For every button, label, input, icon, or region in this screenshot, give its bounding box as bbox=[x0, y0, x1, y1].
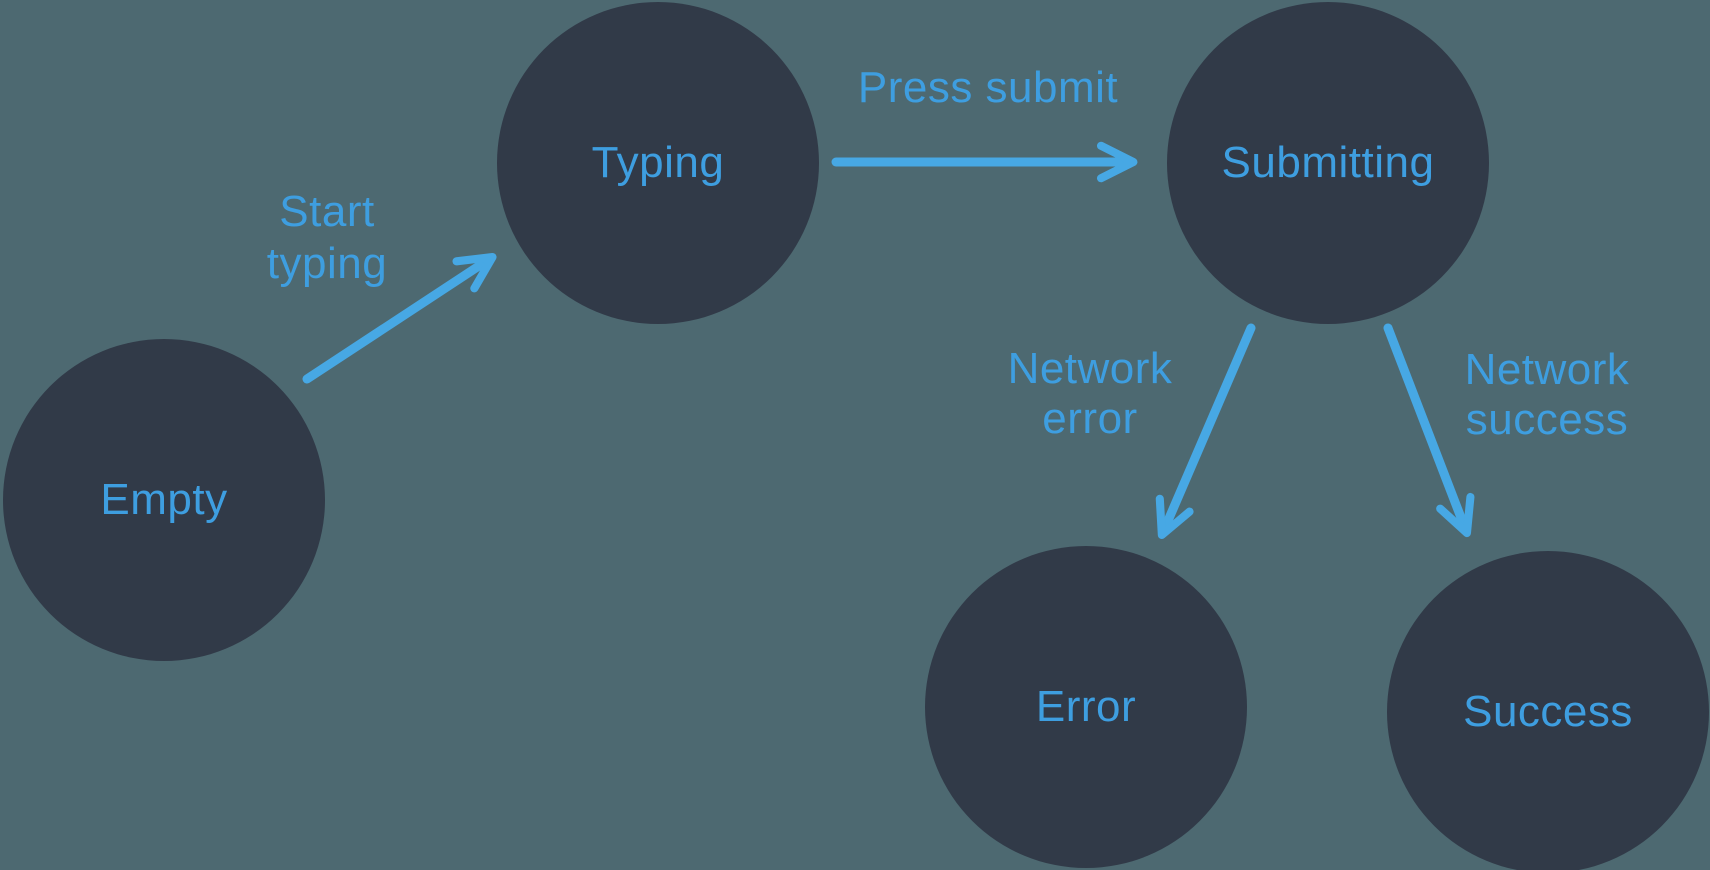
state-node-submitting: Submitting bbox=[1167, 2, 1489, 324]
state-node-error: Error bbox=[925, 546, 1247, 868]
state-node-label: Empty bbox=[100, 475, 228, 524]
state-node-empty: Empty bbox=[3, 339, 325, 661]
state-node-label: Typing bbox=[591, 138, 725, 187]
edge-label-network-error: Network error bbox=[1007, 344, 1173, 443]
state-node-label: Error bbox=[1035, 682, 1137, 731]
edge-label-start-typing: Start typing bbox=[266, 187, 388, 288]
state-node-success: Success bbox=[1387, 551, 1709, 870]
state-node-typing: Typing bbox=[497, 2, 819, 324]
state-node-label: Submitting bbox=[1221, 138, 1435, 187]
edge-submitting-to-error-arrow bbox=[1155, 323, 1256, 540]
edge-submitting-to-success-arrow bbox=[1383, 323, 1475, 538]
state-node-label: Success bbox=[1463, 687, 1633, 736]
edge-label-network-success: Network success bbox=[1464, 345, 1630, 444]
edge-label-press-submit: Press submit bbox=[857, 63, 1119, 112]
